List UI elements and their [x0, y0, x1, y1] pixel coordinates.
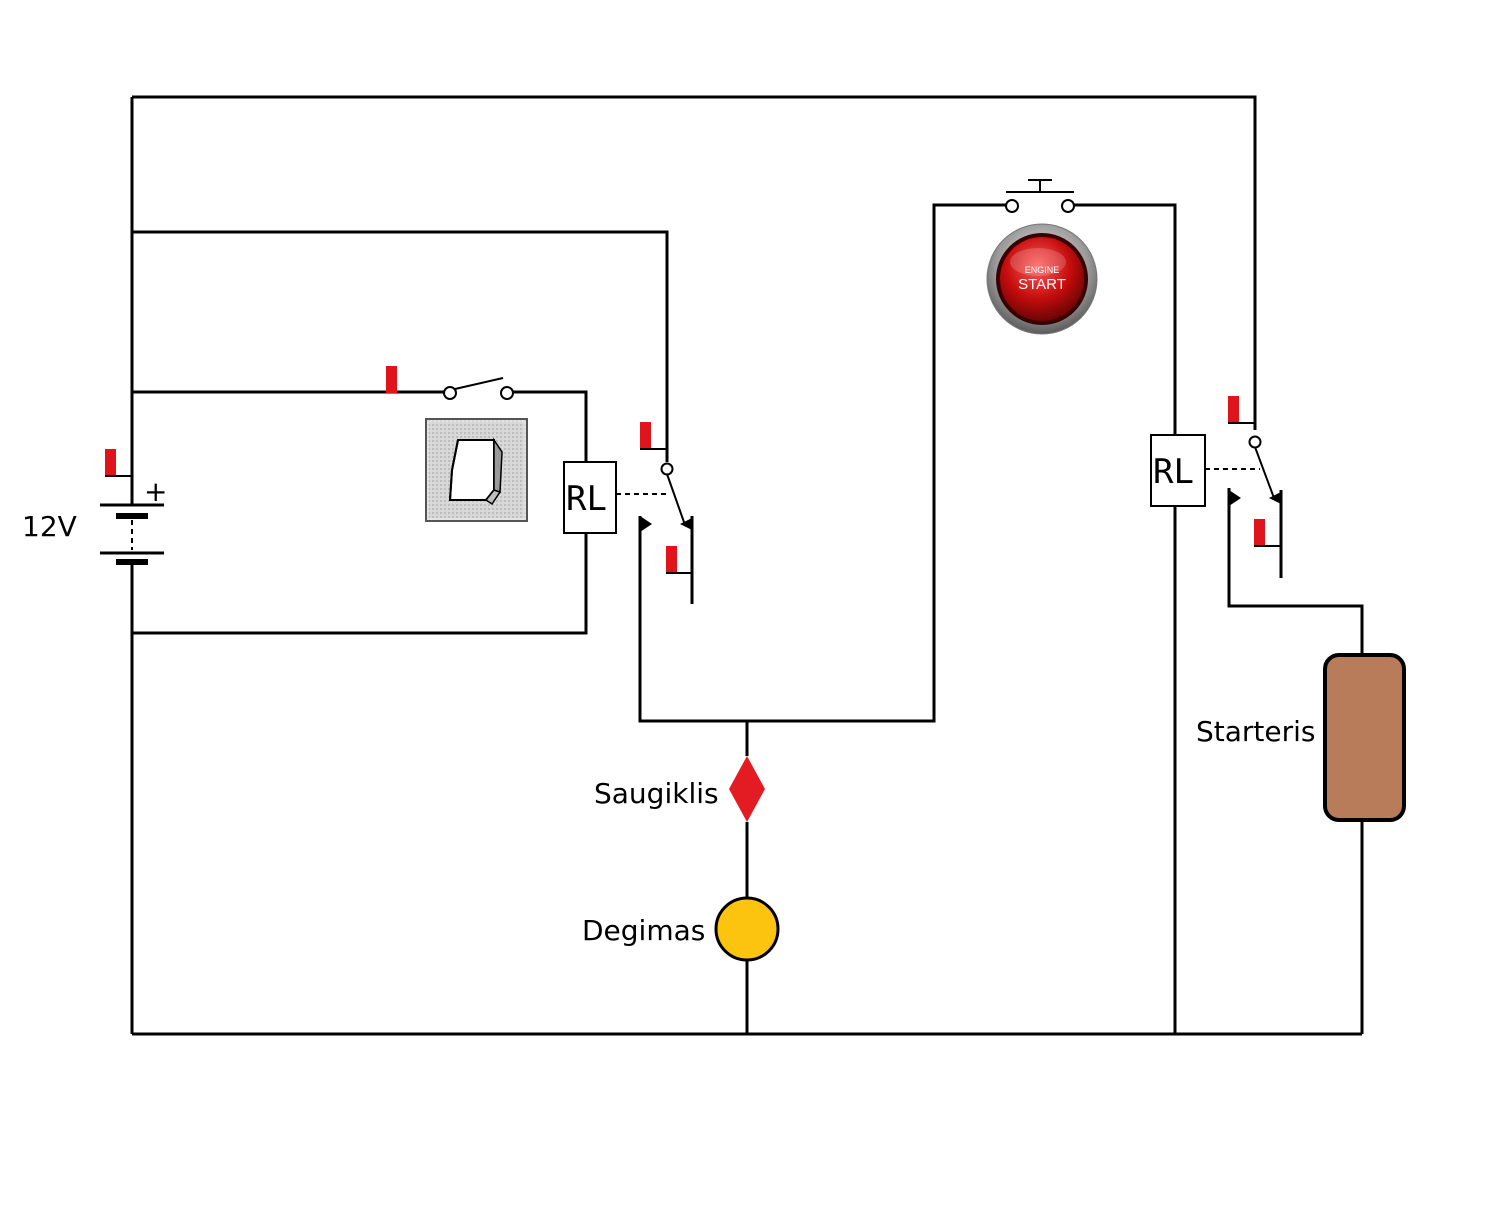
pushbutton-terminal-left [1005, 199, 1019, 213]
battery-indicator-flag [105, 449, 116, 476]
starter-motor: Starteris [1196, 653, 1406, 822]
relay-2-coil [1150, 434, 1206, 507]
relay-1-coil [563, 461, 617, 534]
relay-2-nc-contact [1269, 492, 1281, 504]
relay-1-nc-contact [680, 518, 692, 530]
battery-voltage-label: 12V [22, 510, 77, 543]
starter-label: Starteris [1196, 715, 1316, 748]
switch-indicator-flag [386, 366, 397, 393]
rocker-switch-icon[interactable] [425, 418, 528, 522]
wire-start-to-coil2 [1074, 203, 1177, 435]
wire-coil1-return [132, 533, 588, 635]
relay-1: RL [563, 422, 694, 604]
relay-1-armature [666, 473, 686, 526]
relay-2-no-contact [1229, 490, 1241, 506]
fuse-label: Saugiklis [594, 777, 719, 810]
switch-terminal-right [500, 386, 514, 400]
battery: + 12V [22, 449, 167, 570]
button-text-bottom: START [1018, 276, 1066, 293]
relay-2: RL [1150, 396, 1283, 578]
relay-1-common-terminal [660, 462, 674, 476]
wire-top [132, 95, 1257, 430]
fuse-symbol [729, 756, 765, 822]
wire-relay1-out [638, 203, 1006, 723]
relay-1-no-contact [640, 516, 652, 532]
wires [130, 95, 1364, 1036]
battery-plus-sign: + [144, 475, 167, 508]
starter-symbol [1323, 653, 1406, 822]
relay-1-label: RL [566, 479, 607, 519]
wire-switch-right [512, 390, 588, 462]
fuse: Saugiklis [594, 756, 765, 822]
lamp-symbol [714, 896, 780, 962]
start-pushbutton[interactable]: ENGINE START [986, 179, 1098, 335]
engine-start-button-icon[interactable]: ENGINE START [986, 223, 1098, 335]
switch-blade [454, 377, 504, 390]
wire-relay2-out [1227, 495, 1364, 655]
relay-1-nc-flag [666, 546, 677, 573]
relay-1-common-flag [640, 422, 651, 449]
button-text-top: ENGINE [1025, 265, 1060, 275]
relay-2-common-terminal [1248, 435, 1262, 449]
switch-terminal-left [443, 386, 457, 400]
pushbutton-terminal-right [1061, 199, 1075, 213]
relay-2-nc-flag [1254, 519, 1265, 546]
ignition-lamp: Degimas [582, 896, 780, 962]
relay-2-label: RL [1153, 452, 1194, 492]
ignition-switch[interactable] [386, 366, 528, 522]
lamp-label: Degimas [582, 914, 705, 947]
relay-2-armature [1254, 446, 1275, 499]
relay-2-common-flag [1228, 396, 1239, 423]
wire-relay1-common [132, 230, 669, 462]
